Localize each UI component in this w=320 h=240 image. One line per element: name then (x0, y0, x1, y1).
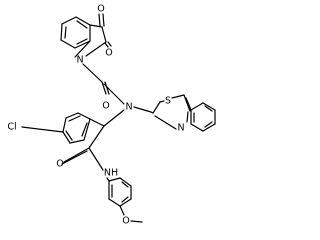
bond-line (202, 123, 216, 132)
bond-line (65, 112, 79, 119)
bond-line (63, 147, 90, 163)
bond-line (106, 177, 110, 182)
bond-line (21, 126, 64, 133)
bond-line (62, 131, 71, 144)
bond-line (74, 40, 91, 58)
bond-line (101, 81, 107, 95)
bond-line (185, 97, 192, 111)
atom-label-o-methoxy: O (122, 216, 129, 227)
bond-line (171, 94, 185, 99)
bond-line (68, 115, 81, 122)
bond-line (77, 112, 91, 120)
bond-line (89, 118, 105, 127)
bond-line (154, 115, 177, 130)
atom-label-nh-amide: NH (104, 168, 118, 179)
bond-line (64, 26, 67, 39)
bond-line (186, 111, 189, 123)
bond-line (119, 177, 132, 187)
bond-line (102, 13, 105, 27)
bond-line (85, 41, 107, 57)
bond-line (107, 41, 112, 47)
bond-line (202, 102, 216, 111)
bond-line (104, 81, 110, 95)
molecule-structure: O O N O N S N Cl O NH O (7, 4, 216, 227)
atom-label-n-amide: N (125, 102, 132, 113)
bond-line (152, 101, 161, 114)
atom-label-o-amide: O (56, 159, 63, 170)
bond-line (88, 125, 105, 149)
bond-line (103, 109, 125, 127)
atom-label-s-thiazole: S (165, 96, 171, 107)
atom-label-o-acyl: O (102, 101, 109, 112)
bond-line (81, 122, 88, 137)
atom-label-cl: Cl (7, 122, 16, 133)
bond-line (69, 139, 85, 144)
atom-labels: O O N O N S N Cl O NH O (7, 4, 184, 227)
bond-line (119, 198, 132, 207)
bond-line (204, 121, 213, 128)
bond-line (108, 177, 121, 182)
bond-line (76, 38, 88, 45)
atom-label-n-isatin: N (76, 55, 83, 66)
bond-line (75, 16, 91, 26)
bond-line (62, 117, 67, 133)
bond-line (74, 40, 91, 49)
bond-line (89, 24, 103, 28)
bond-line (103, 83, 125, 105)
bond-line (190, 123, 204, 132)
bond-line (133, 106, 152, 113)
bond-line (159, 100, 165, 103)
bond-line (119, 205, 125, 216)
bond-line (98, 13, 101, 27)
bond-line (108, 198, 121, 207)
bond-line (204, 105, 213, 112)
bond-line (60, 23, 63, 41)
bond-line (121, 196, 129, 203)
bond-lines (21, 13, 216, 223)
atom-label-o-isatin-3: O (97, 4, 104, 15)
bond-line (82, 63, 103, 83)
bond-line (190, 102, 204, 111)
bond-line (65, 130, 73, 141)
bond-line (88, 147, 104, 171)
atom-label-n-thiazole: N (177, 123, 184, 134)
atom-label-o-isatin-2: O (105, 48, 112, 59)
bond-line (101, 26, 107, 43)
bond-line (60, 39, 76, 49)
bond-line (104, 42, 109, 48)
bond-line (61, 150, 88, 165)
bond-line (121, 181, 129, 188)
bond-line (183, 94, 191, 112)
bond-line (83, 118, 91, 141)
bond-line (76, 20, 88, 29)
bond-line (61, 16, 77, 25)
bond-line (130, 220, 143, 223)
